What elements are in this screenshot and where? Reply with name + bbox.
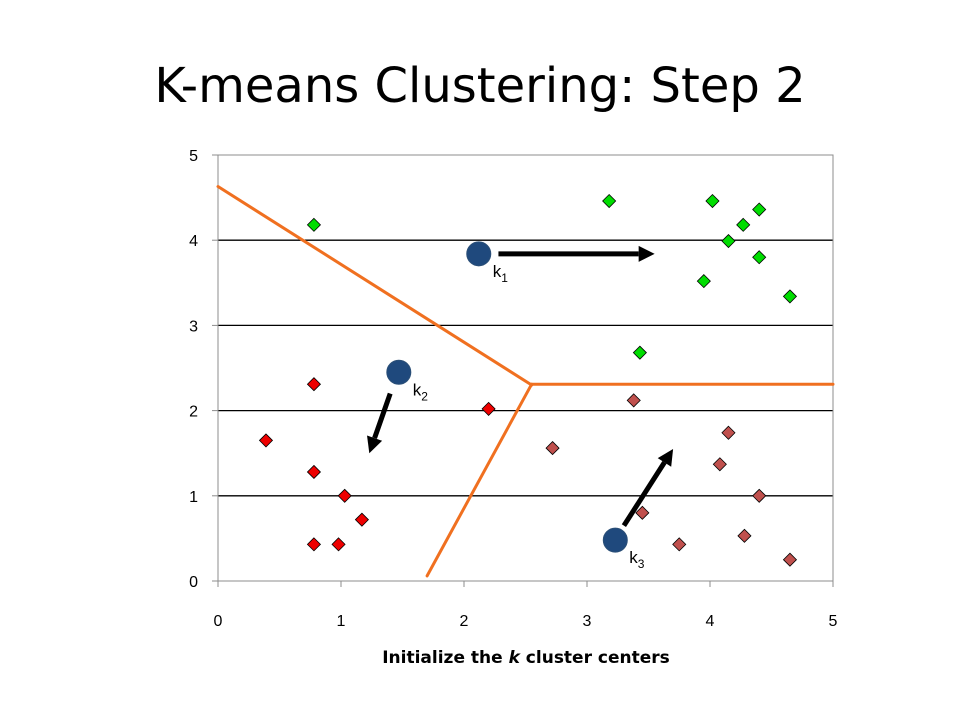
axes bbox=[212, 154, 834, 587]
centroid-k3 bbox=[602, 527, 628, 553]
data-point-cluster-1 bbox=[752, 202, 767, 217]
arrow-head bbox=[367, 435, 383, 454]
arrow-head bbox=[638, 245, 655, 262]
data-point-cluster-1 bbox=[602, 193, 617, 209]
data-point-cluster-1 bbox=[696, 274, 711, 289]
tick-labels: 0 1 2 3 4 5 0 1 2 3 4 5 bbox=[189, 148, 837, 630]
arrow-head bbox=[657, 448, 674, 467]
y-tick-label: 4 bbox=[189, 233, 198, 250]
y-tick-label: 1 bbox=[189, 489, 198, 506]
movement-arrow bbox=[621, 461, 667, 527]
data-point-cluster-1 bbox=[705, 193, 720, 209]
data-point-cluster-3 bbox=[712, 457, 727, 472]
plot-frame bbox=[217, 154, 834, 582]
data-point-cluster-3 bbox=[635, 505, 650, 520]
data-point-cluster-3 bbox=[721, 425, 736, 440]
gridlines bbox=[218, 239, 833, 497]
movement-arrow bbox=[372, 392, 393, 439]
data-point-cluster-1 bbox=[782, 289, 798, 304]
data-point-cluster-1 bbox=[721, 233, 736, 249]
x-tick-label: 4 bbox=[706, 613, 715, 630]
slide-title: K-means Clustering: Step 2 bbox=[154, 58, 806, 114]
centroid-label: k1 bbox=[493, 262, 509, 285]
data-points bbox=[258, 193, 798, 567]
x-tick-label: 5 bbox=[829, 613, 838, 630]
centroid-label-sub: 3 bbox=[638, 557, 645, 571]
centroid-k1 bbox=[466, 241, 492, 267]
x-axis-caption: Initialize the k cluster centers bbox=[218, 648, 834, 668]
caption-part-2: cluster centers bbox=[519, 648, 670, 668]
centroid-label: k3 bbox=[629, 548, 645, 571]
data-point-cluster-3 bbox=[672, 537, 687, 552]
data-point-cluster-3 bbox=[737, 528, 752, 543]
data-point-cluster-3 bbox=[752, 488, 767, 503]
data-point-cluster-1 bbox=[306, 217, 322, 232]
centroid-label-sub: 1 bbox=[501, 271, 508, 285]
data-point-cluster-2 bbox=[354, 512, 369, 527]
data-point-cluster-3 bbox=[782, 552, 798, 567]
centroids: k1 k2 k3 bbox=[386, 241, 645, 571]
centroid-label-sub: 2 bbox=[421, 389, 428, 403]
x-tick-label: 3 bbox=[583, 613, 592, 630]
data-point-cluster-2 bbox=[258, 433, 274, 448]
data-point-cluster-1 bbox=[736, 217, 751, 232]
movement-arrows bbox=[367, 245, 674, 527]
data-point-cluster-1 bbox=[752, 250, 767, 265]
caption-italic-k: k bbox=[508, 648, 520, 668]
caption-part-1: Initialize the bbox=[382, 648, 509, 668]
data-point-cluster-2 bbox=[331, 537, 346, 552]
data-point-cluster-2 bbox=[481, 401, 496, 416]
data-point-cluster-2 bbox=[337, 488, 352, 503]
cluster-boundaries bbox=[216, 185, 835, 578]
boundary-line bbox=[216, 185, 534, 387]
centroid-k2 bbox=[386, 359, 412, 385]
y-tick-label: 3 bbox=[189, 318, 198, 335]
data-point-cluster-2 bbox=[306, 464, 322, 480]
centroid-label: k2 bbox=[413, 380, 429, 403]
y-tick-label: 0 bbox=[189, 574, 198, 591]
data-point-cluster-1 bbox=[632, 345, 647, 360]
x-tick-label: 0 bbox=[214, 613, 223, 630]
boundary-line bbox=[425, 382, 534, 578]
data-point-cluster-2 bbox=[306, 537, 322, 552]
data-point-cluster-2 bbox=[306, 377, 322, 392]
x-tick-label: 1 bbox=[337, 613, 346, 630]
data-point-cluster-3 bbox=[545, 441, 560, 456]
x-tick-label: 2 bbox=[460, 613, 469, 630]
y-tick-label: 2 bbox=[189, 404, 198, 421]
data-point-cluster-3 bbox=[626, 393, 641, 408]
y-tick-label: 5 bbox=[189, 148, 198, 165]
